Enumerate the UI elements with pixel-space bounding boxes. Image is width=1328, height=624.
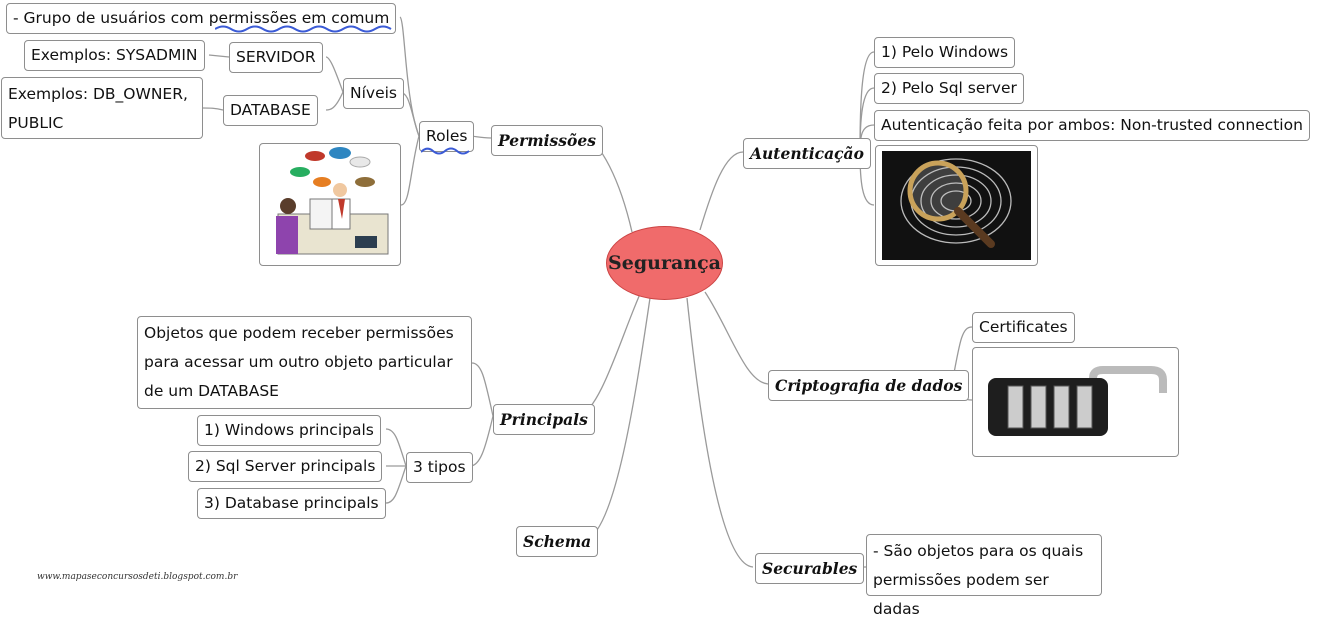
node-windows-principals[interactable]: 1) Windows principals [197,415,381,446]
spellcheck-squiggle-grupo [215,25,392,33]
node-permissoes[interactable]: Permissões [491,125,603,156]
node-database[interactable]: DATABASE [223,95,318,126]
node-autenticacao-label: Autenticação [750,144,864,163]
node-autenticacao[interactable]: Autenticação [743,138,871,169]
node-3-tipos-label: 3 tipos [413,458,466,476]
node-schema[interactable]: Schema [516,526,599,557]
node-grupo-usuarios-label: - Grupo de usuários com permissões em co… [13,9,390,27]
node-objetos-permissoes-label: Objetos que podem receber permissões par… [144,324,454,400]
node-pelo-sql-server-label: 2) Pelo Sql server [881,79,1017,97]
node-securables-label: Securables [762,559,858,578]
node-pelo-sql-server[interactable]: 2) Pelo Sql server [874,73,1024,104]
image-combination-lock [972,347,1179,457]
node-3-tipos[interactable]: 3 tipos [406,452,473,483]
combination-lock-illustration [988,366,1167,436]
fingerprint-magnifier-illustration [882,151,1031,260]
footer-url: www.mapaseconcursosdeti.blogspot.com.br [37,572,238,582]
node-niveis-label: Níveis [350,84,397,102]
node-windows-principals-label: 1) Windows principals [204,421,374,439]
node-principals[interactable]: Principals [493,404,595,435]
image-fingerprint-magnifier [875,145,1038,266]
node-autenticacao-ambos[interactable]: Autenticação feita por ambos: Non-truste… [874,110,1310,141]
node-sao-objetos-label: - São objetos para os quais permissões p… [873,542,1084,618]
node-pelo-windows-label: 1) Pelo Windows [881,43,1009,61]
central-topic-label: Segurança [608,252,721,274]
node-niveis[interactable]: Níveis [343,78,404,109]
node-exemplos-sysadmin-label: Exemplos: SYSADMIN [31,46,198,64]
node-roles-label: Roles [426,127,468,145]
node-sao-objetos[interactable]: - São objetos para os quais permissões p… [866,534,1102,618]
node-certificates-label: Certificates [979,318,1068,336]
node-exemplos-db-owner[interactable]: Exemplos: DB_OWNER, PUBLIC [1,77,203,139]
node-sql-server-principals[interactable]: 2) Sql Server principals [188,451,383,482]
central-topic[interactable]: Segurança [606,226,723,300]
node-criptografia-label: Criptografia de dados [775,376,963,395]
node-certificates[interactable]: Certificates [972,312,1075,343]
node-database-label: DATABASE [230,101,311,119]
node-exemplos-sysadmin[interactable]: Exemplos: SYSADMIN [24,40,205,71]
node-pelo-windows[interactable]: 1) Pelo Windows [874,37,1016,68]
node-database-principals-label: 3) Database principals [204,494,379,512]
node-principals-label: Principals [500,410,588,429]
node-objetos-permissoes[interactable]: Objetos que podem receber permissões par… [137,316,472,409]
node-securables[interactable]: Securables [755,553,865,584]
node-database-principals[interactable]: 3) Database principals [197,488,386,519]
node-grupo-usuarios[interactable]: - Grupo de usuários com permissões em co… [6,3,397,34]
spellcheck-squiggle-roles [421,147,470,155]
node-roles[interactable]: Roles [419,121,475,152]
node-servidor[interactable]: SERVIDOR [229,42,323,73]
people-hats-illustration [276,147,389,255]
node-exemplos-db-owner-label: Exemplos: DB_OWNER, PUBLIC [8,85,188,132]
node-autenticacao-ambos-label: Autenticação feita por ambos: Non-truste… [881,116,1303,134]
node-permissoes-label: Permissões [498,131,596,150]
image-people-hats [259,143,401,266]
node-servidor-label: SERVIDOR [236,48,316,66]
node-schema-label: Schema [523,532,592,551]
node-sql-server-principals-label: 2) Sql Server principals [195,457,376,475]
node-criptografia[interactable]: Criptografia de dados [768,370,970,401]
